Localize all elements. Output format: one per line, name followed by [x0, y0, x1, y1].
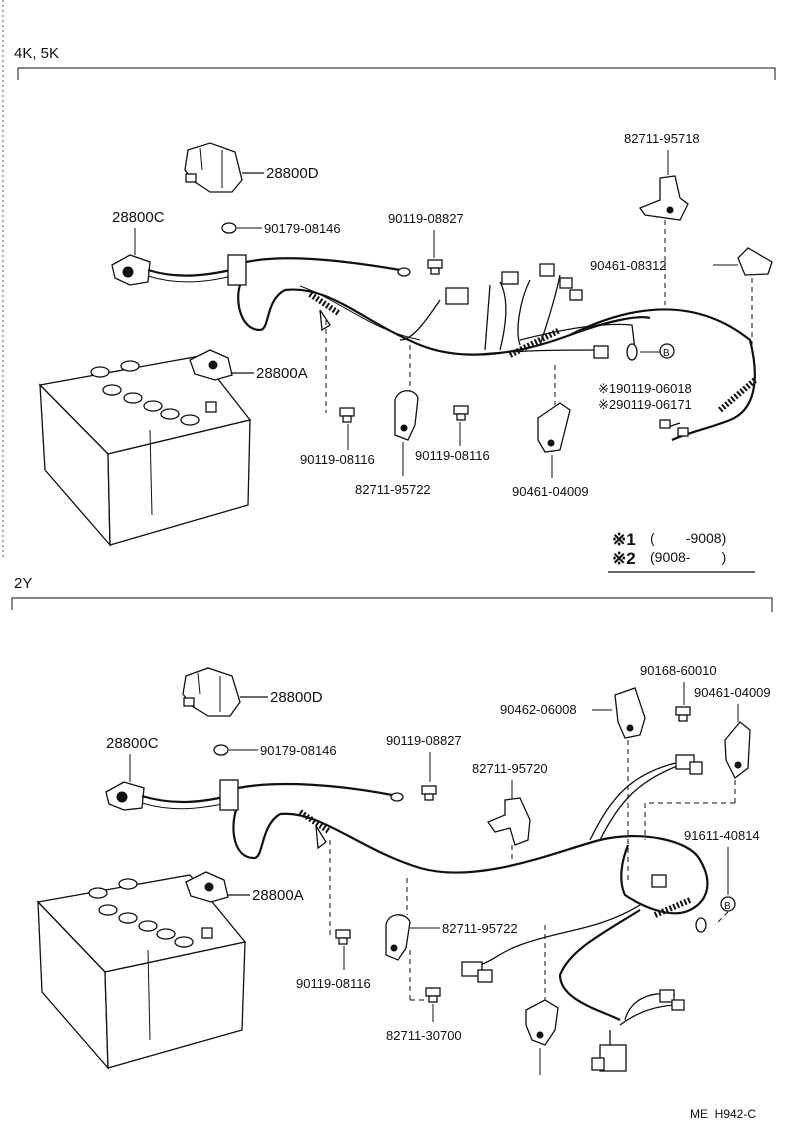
terminal-cover-28800d: [184, 142, 264, 193]
callout-82711-95718: 82711-95718: [624, 131, 700, 146]
callout-90119-06171: ※290119-06171: [598, 397, 692, 412]
bracket-82711-95718-icon: [638, 175, 689, 221]
bracket-82711-95720-icon: [487, 797, 531, 846]
callout-90119-06018: ※190119-06018: [598, 381, 692, 396]
callout-28800a: 28800A: [256, 365, 308, 382]
callout-90119-08116-b: 82711-30700: [386, 1028, 462, 1043]
callout-82711-95722: 82711-95722: [355, 482, 431, 497]
callout-90461-04009: 90461-04009: [512, 484, 589, 499]
terminal-28800a: [189, 349, 233, 381]
section-2y: 2Y 28800D 28800C: [11, 575, 773, 1075]
clamp-82711-95722-icon: [385, 914, 411, 961]
note-2-mark: ※2: [612, 549, 636, 568]
bolt-90119-08116-a-icon: [335, 929, 351, 945]
callout-90119-08827: 90119-08827: [386, 733, 462, 748]
terminal-clamp-28800c: [105, 781, 145, 811]
section-header: 2Y: [14, 575, 32, 592]
diagram-code: ME H942-C: [690, 1107, 756, 1121]
callout-90119-08116-a: 90119-08116: [296, 976, 371, 991]
callout-28800d: 28800D: [266, 165, 319, 182]
screw-90168-60010-icon: [675, 706, 691, 722]
section-4k-5k: 4K, 5K 28800D 28800C: [14, 45, 776, 573]
bracket-90461-04009-icon: [724, 721, 751, 779]
section-bracket: [11, 597, 773, 612]
circle-b-label: B: [663, 348, 670, 359]
circle-b-label: B: [724, 901, 731, 912]
bracket-90462-06008-icon: [614, 687, 646, 739]
callout-90119-08116-a: 90119-08116: [300, 452, 375, 467]
bolt-90119-08116-b-icon: [453, 405, 469, 421]
callout-82711-95722: 82711-95722: [442, 921, 518, 936]
callout-90119-08827: 90119-08827: [388, 211, 464, 226]
bolt-90119-08116-a-icon: [339, 407, 355, 423]
terminal-clamp-28800c: [111, 254, 151, 286]
nut-90179-icon: [221, 222, 237, 234]
note-2-range: (9008- ): [650, 549, 726, 565]
bracket-82711-30700-icon: [525, 999, 559, 1046]
section-header: 4K, 5K: [14, 45, 59, 62]
clamp-82711-95722-icon: [394, 390, 419, 441]
callout-90179: 90179-08146: [260, 743, 337, 758]
callout-90168-60010: 90168-60010: [640, 663, 717, 678]
terminal-28800a: [185, 871, 229, 903]
callout-28800a: 28800A: [252, 887, 304, 904]
callout-28800c: 28800C: [112, 209, 165, 226]
terminal-cover-28800d: [182, 667, 241, 717]
bolt-90119-08116-b-icon: [425, 987, 441, 1003]
clamp-90461-08312-icon: [737, 247, 773, 276]
note-1-mark: ※1: [612, 530, 636, 549]
circle-b-icon: [659, 343, 675, 359]
callout-28800d: 28800D: [270, 689, 323, 706]
callout-90119-08116-b: 90119-08116: [415, 448, 490, 463]
callout-91611-40814: 91611-40814: [684, 828, 760, 843]
callout-82711-95720: 82711-95720: [472, 761, 548, 776]
callout-90461-08312: 90461-08312: [590, 258, 667, 273]
bolt-90119-08827-icon: [427, 259, 443, 275]
bolt-90119-08827-icon: [421, 785, 437, 801]
applicability-notes: ※1 ( -9008) ※2 (9008- ): [608, 530, 755, 573]
section-bracket: [17, 67, 776, 80]
callout-90462-06008: 90462-06008: [500, 702, 577, 717]
callout-28800c: 28800C: [106, 735, 159, 752]
battery-illustration: [38, 355, 252, 547]
circle-b-icon: [720, 896, 736, 912]
battery-illustration: [36, 874, 247, 1070]
callout-90461-04009: 90461-04009: [694, 685, 771, 700]
nut-90179-icon: [213, 744, 229, 756]
wire-harness-2y: [141, 754, 709, 1072]
bracket-90461-04009-icon: [537, 402, 571, 453]
callout-90179: 90179-08146: [264, 221, 341, 236]
note-1-range: ( -9008): [650, 530, 726, 546]
wire-harness-4k: [147, 254, 757, 442]
